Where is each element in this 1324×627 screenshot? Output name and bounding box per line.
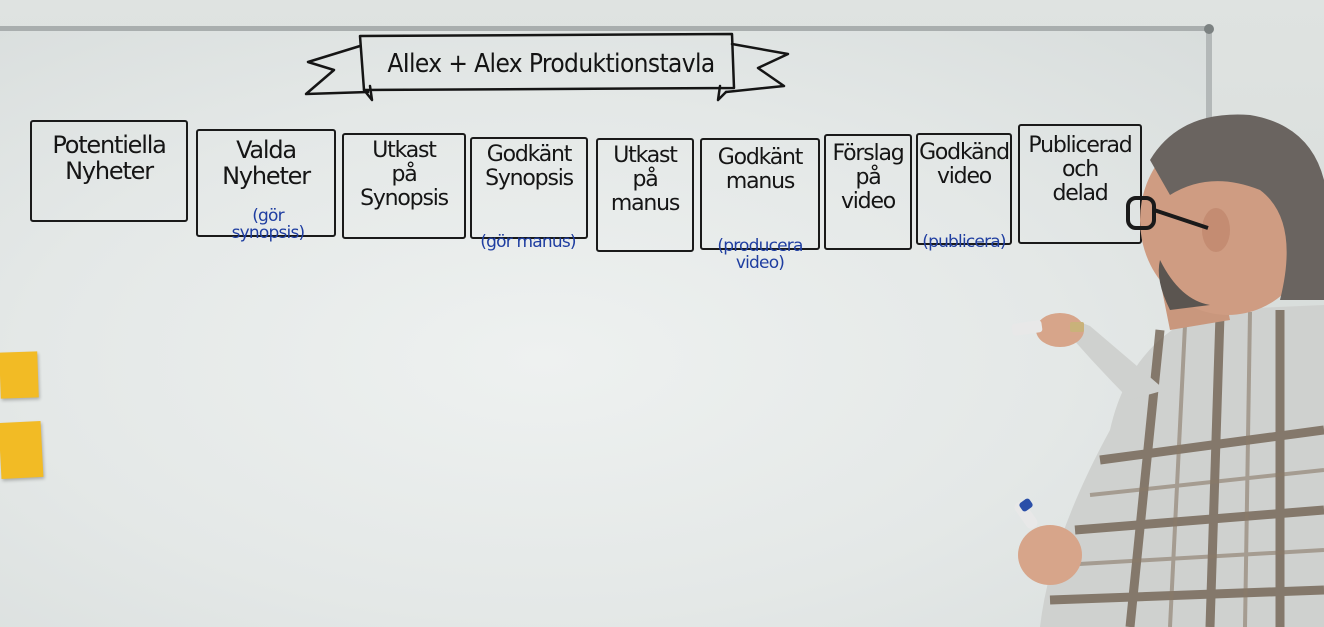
column-utkast-pa-manus: Utkast på manus <box>596 138 694 252</box>
column-godkant-manus: Godkänt manus <box>700 138 820 250</box>
column-note: (producera video) <box>717 236 803 273</box>
column-heading: Godkänt manus <box>717 145 804 194</box>
column-note: (gör synopsis) <box>231 206 306 243</box>
whiteboard <box>0 24 1214 627</box>
column-note: (publicera) <box>922 232 1006 252</box>
column-note: (gör manus) <box>480 232 576 252</box>
board-title: AIlex + Alex Produktionstavla <box>387 49 715 79</box>
column-heading: Godkänt Synopsis <box>485 142 574 191</box>
column-utkast-pa-synopsis: Utkast på Synopsis <box>342 133 466 239</box>
title-banner <box>300 28 790 102</box>
sticky-note[interactable] <box>0 420 44 480</box>
column-godkand-video: Godkänd video <box>916 133 1012 245</box>
column-forslag-pa-video: Förslag på video <box>824 134 912 250</box>
column-heading: Publicerad och delad <box>1028 133 1132 206</box>
column-potentiella-nyheter: Potentiella Nyheter <box>30 120 188 222</box>
sticky-note[interactable] <box>0 351 39 399</box>
column-heading: Potentiella Nyheter <box>52 131 167 185</box>
column-heading: Godkänd video <box>919 140 1010 189</box>
column-heading: Utkast på Synopsis <box>360 138 449 211</box>
column-heading: Valda Nyheter <box>222 136 311 190</box>
column-heading: Förslag på video <box>832 141 905 214</box>
column-publicerad-och-delad: Publicerad och delad <box>1018 124 1142 244</box>
board-corner-clip <box>1204 24 1214 34</box>
column-heading: Utkast på manus <box>610 143 680 216</box>
presenter-figure <box>980 100 1324 627</box>
column-valda-nyheter: Valda Nyheter <box>196 129 336 237</box>
column-godkant-synopsis: Godkänt Synopsis <box>470 137 588 239</box>
